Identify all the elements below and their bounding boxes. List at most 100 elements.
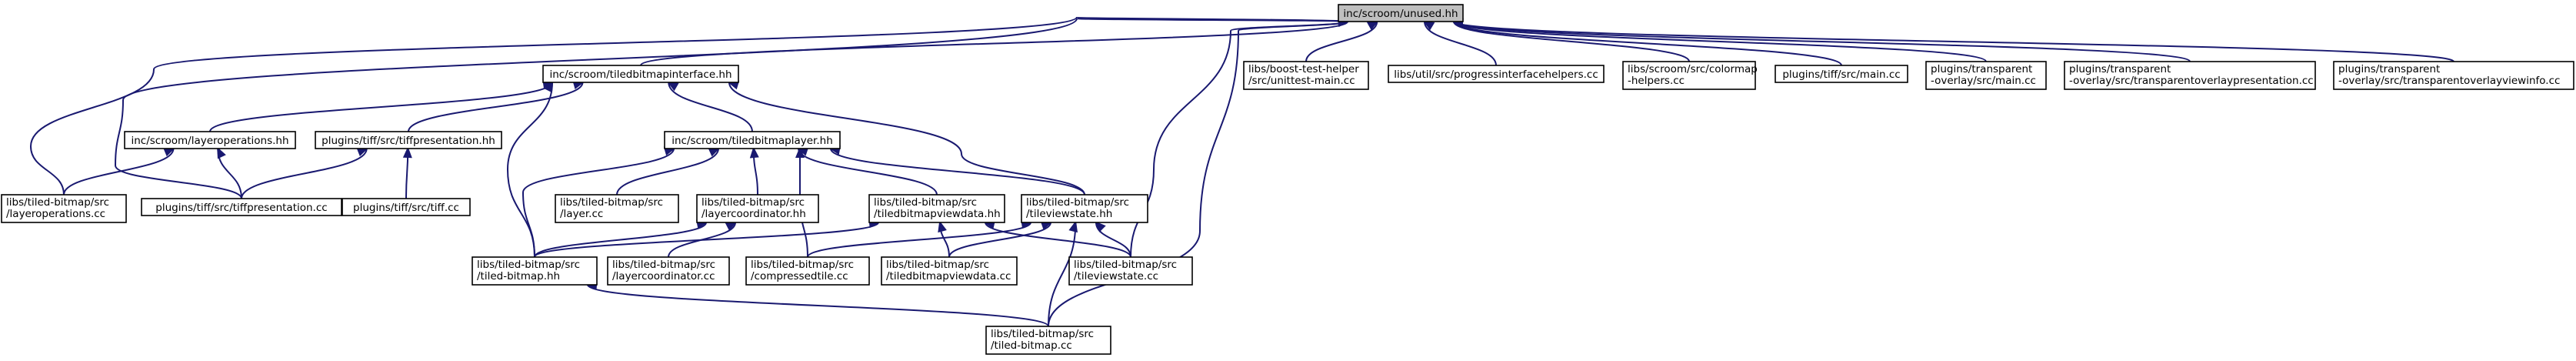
include-edge (796, 147, 938, 196)
node-box (607, 256, 730, 286)
node-label: libs/scroom/src/colormap (1628, 63, 1758, 75)
node-box (315, 131, 502, 149)
file-node-toview[interactable]: plugins/transparent-overlay/src/transpar… (2333, 61, 2574, 90)
arrowhead (795, 146, 805, 158)
include-edge (1305, 20, 1379, 62)
node-box (1388, 65, 1605, 83)
node-label: libs/util/src/progressinterfacehelpers.c… (1394, 69, 1598, 81)
file-node-ctilecc[interactable]: libs/tiled-bitmap/src/compressedtile.cc (745, 256, 870, 286)
arrowhead (402, 146, 412, 159)
node-label: inc/scroom/tiledbitmapinterface.hh (549, 69, 731, 81)
node-box (2333, 61, 2574, 90)
node-box (1775, 65, 1908, 83)
node-label: inc/scroom/tiledbitmaplayer.hh (671, 135, 833, 147)
file-node-layerops[interactable]: inc/scroom/layeroperations.hh (124, 131, 296, 149)
file-node-topres[interactable]: plugins/transparent-overlay/src/transpar… (2064, 61, 2316, 90)
node-label: -overlay/src/transparentoverlaypresentat… (2069, 75, 2314, 87)
node-box (141, 198, 342, 216)
file-node-tvscc[interactable]: libs/tiled-bitmap/src/tileviewstate.cc (1068, 256, 1193, 286)
node-box (555, 194, 679, 223)
file-node-tbi[interactable]: inc/scroom/tiledbitmapinterface.hh (542, 65, 739, 83)
node-box (1, 194, 127, 223)
arrowhead (749, 146, 759, 159)
node-label: -helpers.cc (1628, 75, 1685, 87)
node-box (696, 194, 819, 223)
node-label: /tiledbitmapviewdata.hh (874, 208, 1001, 220)
node-label: libs/tiled-bitmap/src (874, 196, 977, 209)
node-label: libs/tiled-bitmap/src (701, 196, 805, 209)
node-label: libs/tiled-bitmap/src (560, 196, 663, 209)
node-label: libs/tiled-bitmap/src (886, 259, 989, 271)
node-label: /tiledbitmapviewdata.cc (886, 270, 1011, 282)
node-label: /compressedtile.cc (751, 270, 848, 282)
node-box (1622, 61, 1756, 90)
include-edge (506, 80, 554, 258)
node-box (1243, 61, 1369, 90)
file-node-layercc[interactable]: libs/tiled-bitmap/src/layer.cc (555, 194, 679, 223)
include-edge (534, 219, 708, 258)
node-box (1338, 4, 1464, 22)
node-label: /layeroperations.cc (6, 208, 105, 220)
include-edge (402, 146, 412, 199)
node-label: /layer.cc (560, 208, 603, 220)
file-node-tbvdcc[interactable]: libs/tiled-bitmap/src/tiledbitmapviewdat… (881, 256, 1018, 286)
node-label: plugins/tiff/src/tiff.cc (353, 202, 459, 214)
file-node-tiffcc[interactable]: plugins/tiff/src/tiff.cc (342, 198, 471, 216)
file-node-progress[interactable]: libs/util/src/progressinterfacehelpers.c… (1388, 65, 1605, 83)
node-box (2064, 61, 2316, 90)
file-node-tbcc[interactable]: libs/tiled-bitmap/src/tiled-bitmap.cc (985, 326, 1111, 355)
include-edge (1451, 17, 2454, 62)
arrowhead (217, 146, 226, 159)
file-node-colormap[interactable]: libs/scroom/src/colormap-helpers.cc (1622, 61, 1758, 90)
file-node-tbl[interactable]: inc/scroom/tiledbitmaplayer.hh (664, 131, 841, 149)
include-edge (29, 16, 1350, 196)
file-node-tvshh[interactable]: libs/tiled-bitmap/src/tileviewstate.hh (1021, 194, 1148, 223)
node-box (745, 256, 870, 286)
include-edge (63, 147, 175, 196)
file-node-tbhh[interactable]: libs/tiled-bitmap/src/tiled-bitmap.hh (472, 256, 598, 286)
file-node-lcoordcc[interactable]: libs/tiled-bitmap/src/layercoordinator.c… (607, 256, 730, 286)
node-label: libs/tiled-bitmap/src (991, 328, 1094, 340)
arrowhead (666, 81, 679, 92)
node-label: plugins/tiff/src/tiffpresentation.cc (155, 202, 327, 214)
file-node-boost[interactable]: libs/boost-test-helper/src/unittest-main… (1243, 61, 1369, 90)
include-edge (1048, 220, 1078, 327)
node-label: plugins/tiff/src/tiffpresentation.hh (322, 135, 495, 147)
node-box (881, 256, 1018, 286)
include-edge (1095, 221, 1131, 258)
file-node-tbvdhh[interactable]: libs/tiled-bitmap/src/tiledbitmapviewdat… (868, 194, 1005, 223)
node-label: libs/boost-test-helper (1248, 63, 1359, 75)
include-edge (217, 146, 242, 199)
node-box (124, 131, 296, 149)
node-box (985, 326, 1111, 355)
file-node-tiffmain[interactable]: plugins/tiff/src/main.cc (1775, 65, 1908, 83)
node-label: /src/unittest-main.cc (1248, 75, 1355, 87)
file-node-tomain[interactable]: plugins/transparent-overlay/src/main.cc (1925, 61, 2047, 90)
node-label: /tileviewstate.hh (1026, 208, 1112, 220)
arrowhead (1422, 20, 1435, 31)
include-edge (749, 146, 759, 196)
include-edge (1422, 20, 1497, 66)
arrowhead (544, 80, 554, 93)
node-label: libs/tiled-bitmap/src (612, 259, 715, 271)
file-node-lcoordhh[interactable]: libs/tiled-bitmap/src/layercoordinator.h… (696, 194, 819, 223)
file-node-root[interactable]: inc/scroom/unused.hh (1338, 4, 1464, 22)
arrowhead (938, 220, 947, 233)
include-edge (1451, 18, 1842, 66)
file-node-layeropscc[interactable]: libs/tiled-bitmap/src/layeroperations.cc (1, 194, 127, 223)
file-node-tiffpres[interactable]: plugins/tiff/src/tiffpresentation.hh (315, 131, 502, 149)
node-label: inc/scroom/layeroperations.hh (131, 135, 288, 147)
include-edge (807, 219, 1033, 258)
file-node-tiffprescc[interactable]: plugins/tiff/src/tiffpresentation.cc (141, 198, 342, 216)
node-label: /layercoordinator.hh (701, 208, 806, 220)
node-box (1925, 61, 2047, 90)
include-edge (640, 17, 1350, 66)
include-edge (408, 80, 585, 132)
node-label: /tiled-bitmap.hh (477, 270, 560, 282)
include-edge (114, 16, 1350, 199)
node-label: libs/tiled-bitmap/src (477, 259, 580, 271)
arrowhead (1095, 221, 1106, 232)
include-edge (938, 220, 950, 258)
node-label: -overlay/src/transparentoverlayviewinfo.… (2338, 75, 2560, 87)
